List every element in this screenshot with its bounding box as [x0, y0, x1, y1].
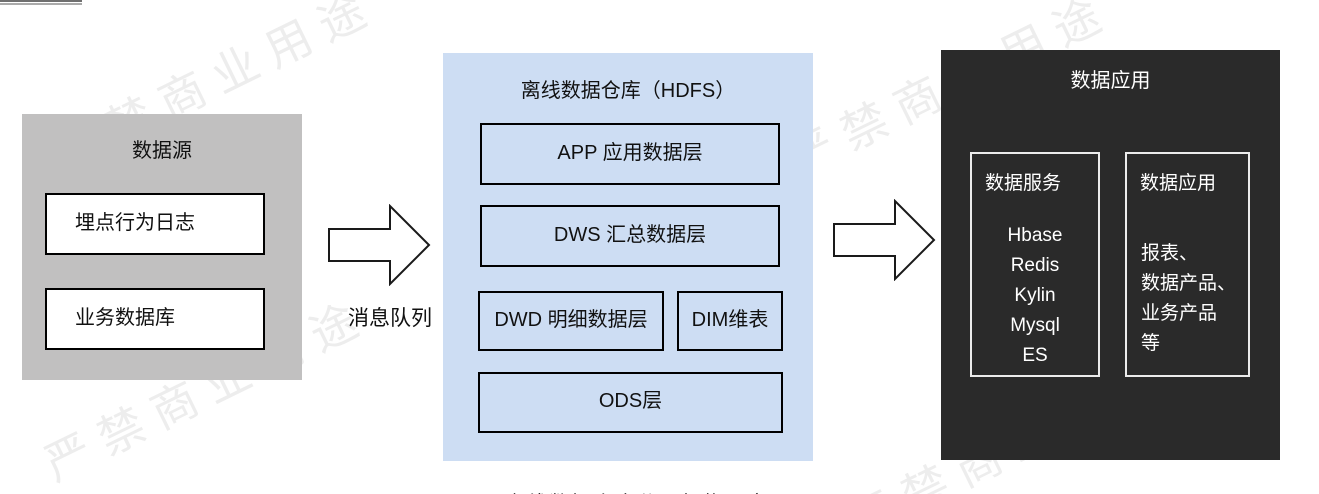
source-item-business-db: 业务数据库 [45, 288, 265, 350]
corner-double-line [0, 3, 82, 5]
right-arrow-icon [833, 199, 936, 281]
data-apps-box: 数据应用 报表、 数据产品、 业务产品 等 [1125, 152, 1250, 377]
service-item: Mysql [1010, 315, 1060, 336]
app-line: 业务产品 [1141, 303, 1218, 324]
layer-dwd: DWD 明细数据层 [478, 291, 664, 351]
data-services-box: 数据服务 Hbase Redis Kylin Mysql ES [970, 152, 1100, 377]
service-item: ES [1022, 345, 1048, 366]
warehouse-title: 离线数据仓库（HDFS） [520, 80, 736, 102]
data-services-title: 数据服务 [985, 173, 1062, 194]
offline-warehouse-panel: 离线数据仓库（HDFS） APP 应用数据层 DWS 汇总数据层 DWD 明细数… [443, 53, 813, 461]
data-application-panel: 数据应用 数据服务 Hbase Redis Kylin Mysql ES 数据应… [941, 50, 1280, 460]
layer-app: APP 应用数据层 [480, 123, 780, 185]
source-item-tracking-logs: 埋点行为日志 [45, 193, 265, 255]
data-services-list: Hbase Redis Kylin Mysql ES [972, 221, 1098, 371]
message-queue-label: 消息队列 [348, 307, 432, 330]
layer-dim: DIM维表 [677, 291, 783, 351]
data-source-title: 数据源 [132, 140, 192, 162]
layer-ods: ODS层 [478, 372, 783, 433]
service-item: Hbase [1007, 225, 1063, 246]
app-line: 等 [1141, 333, 1161, 354]
layer-dws: DWS 汇总数据层 [480, 205, 780, 267]
service-item: Redis [1010, 255, 1060, 276]
app-line: 数据产品、 [1141, 273, 1237, 294]
app-line: 报表、 [1141, 243, 1199, 264]
service-item: Kylin [1014, 285, 1056, 306]
right-arrow-icon [328, 204, 431, 286]
data-source-panel: 数据源 埋点行为日志 业务数据库 [22, 114, 302, 380]
data-apps-list: 报表、 数据产品、 业务产品 等 [1141, 239, 1248, 359]
application-title: 数据应用 [1070, 70, 1151, 92]
data-apps-title: 数据应用 [1140, 173, 1217, 194]
caption-partial: 离线数据仓库分层架构示意图 [505, 487, 825, 494]
corner-double-line [0, 0, 82, 2]
